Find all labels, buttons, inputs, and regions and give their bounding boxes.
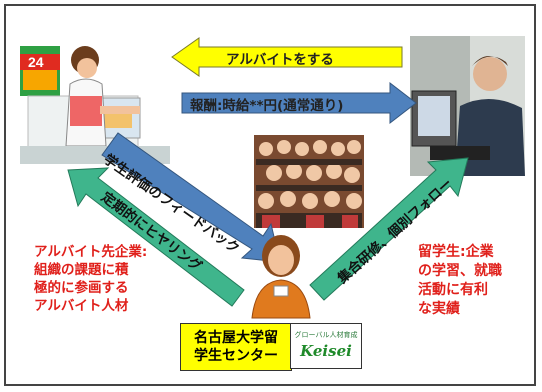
keisei-logo: グローバル人材育成 Keisei (290, 323, 362, 369)
right-caption-line: 留学生:企業 (418, 244, 494, 260)
store-sign-text: 24 (28, 54, 44, 70)
org-name-line2: 学生センター (194, 348, 278, 364)
green-training-arrow (309, 157, 469, 301)
student-at-computer-photo (410, 36, 525, 176)
keisei-logo-name: Keisei (300, 342, 352, 360)
left-caption-line: アルバイト先企業: (34, 244, 148, 260)
yellow-arrow-label: アルバイトをする (226, 52, 334, 68)
blue-right-arrow (181, 81, 417, 125)
right-caption-line: な実績 (418, 301, 460, 317)
keisei-logo-tagline: グローバル人材育成 (294, 331, 358, 339)
right-caption-line: の学習、就職 (418, 263, 502, 279)
left-caption-line: 極的に参画する (34, 280, 129, 296)
right-caption-line: 活動に有利 (418, 282, 488, 298)
right-caption: 留学生:企業 の学習、就職 活動に有利 な実績 (418, 243, 528, 319)
left-caption: アルバイト先企業: 組織の課題に積 極的に参画する アルバイト人材 (34, 243, 184, 315)
blue-arrow-label: 報酬:時給**円(通常通り) (190, 98, 344, 114)
coordinator-person-icon (251, 235, 311, 319)
green-hearing-arrow (67, 167, 245, 307)
left-caption-line: アルバイト人材 (34, 298, 129, 314)
student-group-photo (254, 135, 364, 228)
yellow-left-arrow (171, 37, 403, 77)
left-caption-line: 組織の課題に積 (34, 262, 129, 278)
org-name-line1: 名古屋大学留 (194, 330, 278, 346)
nagoya-center-box: 名古屋大学留 学生センター (180, 323, 292, 371)
